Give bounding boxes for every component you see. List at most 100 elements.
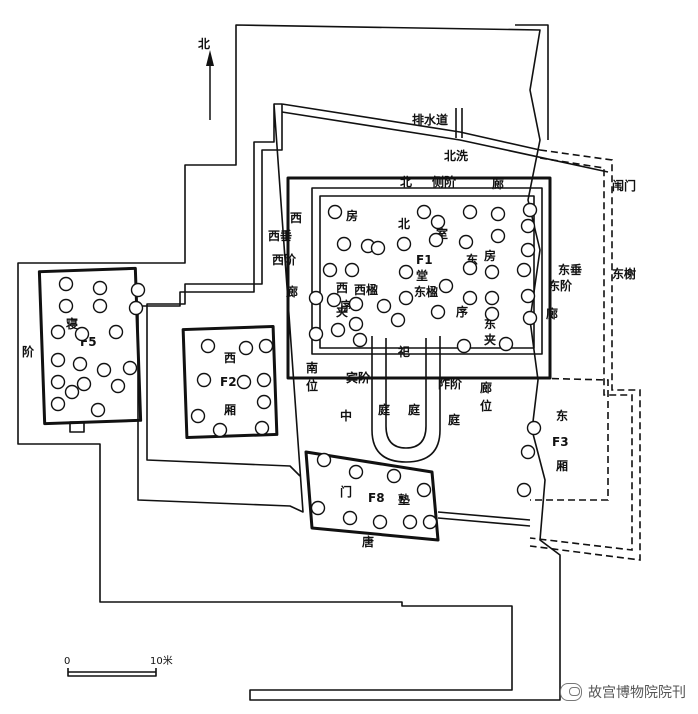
post-hole <box>398 290 414 306</box>
post-hole <box>130 282 146 298</box>
watermark-text: 故宫博物院院刊 <box>588 685 686 701</box>
post-hole <box>396 236 412 252</box>
post-hole <box>348 316 364 332</box>
post-hole <box>348 464 364 480</box>
label-shu: 塾 <box>398 492 410 507</box>
label-hall: 堂 <box>416 268 428 283</box>
post-hole <box>416 204 432 220</box>
scale-bar <box>67 668 157 677</box>
post-hole <box>520 242 536 258</box>
post-hole <box>58 298 74 314</box>
watermark: 故宫博物院院刊 <box>560 682 686 702</box>
post-holes <box>50 202 542 530</box>
post-hole <box>484 290 500 306</box>
main-hall-f1-inner2 <box>319 195 535 349</box>
label-xiang: 厢 <box>224 403 236 417</box>
post-hole <box>490 228 506 244</box>
post-hole <box>516 262 532 278</box>
post-hole <box>372 514 388 530</box>
rear-hall-step <box>69 421 85 433</box>
label-corridor-w: 廊 <box>286 284 298 299</box>
post-hole <box>72 356 88 372</box>
post-hole <box>74 326 90 342</box>
label-qin: 寝 <box>66 316 78 331</box>
label-east-f3: 东 <box>556 408 568 423</box>
post-hole <box>196 372 212 388</box>
post-hole <box>342 510 358 526</box>
label-room: 房 <box>346 208 358 223</box>
post-hole <box>108 324 124 340</box>
post-hole <box>376 298 392 314</box>
label-dong-jia: 夹 <box>484 332 496 347</box>
drain <box>455 108 463 138</box>
scale-zero: 0 <box>64 656 70 667</box>
north-label: 北 <box>198 36 210 51</box>
label-dong-xiang: 厢 <box>556 459 568 473</box>
post-hole <box>462 204 478 220</box>
label-ting-right: 庭 <box>408 402 420 417</box>
label-ting: 庭 <box>378 402 390 417</box>
post-hole <box>310 500 326 516</box>
post-hole <box>370 240 386 256</box>
post-hole <box>398 264 414 280</box>
label-east-stair: 东阶 <box>548 278 573 293</box>
label-dong-xu: 序 <box>456 304 468 319</box>
label-f3: F3 <box>552 435 569 449</box>
label-wei2: 位 <box>480 398 492 413</box>
post-hole <box>520 444 536 460</box>
post-hole <box>212 422 228 438</box>
post-hole <box>256 372 272 388</box>
post-hole <box>110 378 126 394</box>
label-tang: 唐 <box>362 534 374 549</box>
post-hole <box>520 218 536 234</box>
label-drain: 排水道 <box>412 112 448 127</box>
label-gate: 闱门 <box>612 178 636 193</box>
post-hole <box>330 322 346 338</box>
label-f1: F1 <box>416 253 433 267</box>
post-hole <box>254 420 270 436</box>
courtyard-path <box>371 336 441 463</box>
post-hole <box>428 232 444 248</box>
post-hole <box>58 276 74 292</box>
post-hole <box>490 206 506 222</box>
label-wei: 位 <box>306 378 318 393</box>
post-hole <box>50 352 66 368</box>
label-west-ying: 西楹 <box>354 282 378 297</box>
post-hole <box>308 326 324 342</box>
gate-f8 <box>304 450 440 542</box>
post-hole <box>76 376 92 392</box>
post-hole <box>90 402 106 418</box>
label-bin-stair: 宾阶 <box>346 370 371 385</box>
post-hole <box>526 420 542 436</box>
post-hole <box>258 338 274 354</box>
label-ting-char: 庭 <box>448 412 460 427</box>
post-hole <box>128 300 144 316</box>
post-hole <box>50 396 66 412</box>
label-north-wash: 北洗 <box>444 148 468 163</box>
label-zuo-stair: 阼阶 <box>438 376 463 391</box>
label-f8: F8 <box>368 491 385 505</box>
main-hall-f1-inner <box>311 187 543 355</box>
outer-wall-top <box>274 103 609 173</box>
post-hole <box>416 482 432 498</box>
label-east-wall: 东榭 <box>612 266 636 281</box>
post-hole <box>256 394 272 410</box>
label-north: 北 <box>400 174 412 189</box>
post-hole <box>122 360 138 376</box>
east-chamber-dashed <box>529 377 609 501</box>
post-hole <box>96 362 112 378</box>
post-hole <box>520 288 536 304</box>
label-xi: 西 <box>336 281 348 295</box>
label-west-f2: 西 <box>224 351 236 365</box>
post-hole <box>462 290 478 306</box>
post-hole <box>516 482 532 498</box>
label-chi: 祀 <box>397 344 410 359</box>
post-hole <box>316 452 332 468</box>
post-hole <box>308 290 324 306</box>
post-hole <box>438 278 454 294</box>
label-north-room: 北 <box>398 216 410 231</box>
label-men: 门 <box>340 484 352 499</box>
main-hall-f1-outer <box>286 176 552 380</box>
post-hole <box>92 280 108 296</box>
post-hole <box>456 338 472 354</box>
